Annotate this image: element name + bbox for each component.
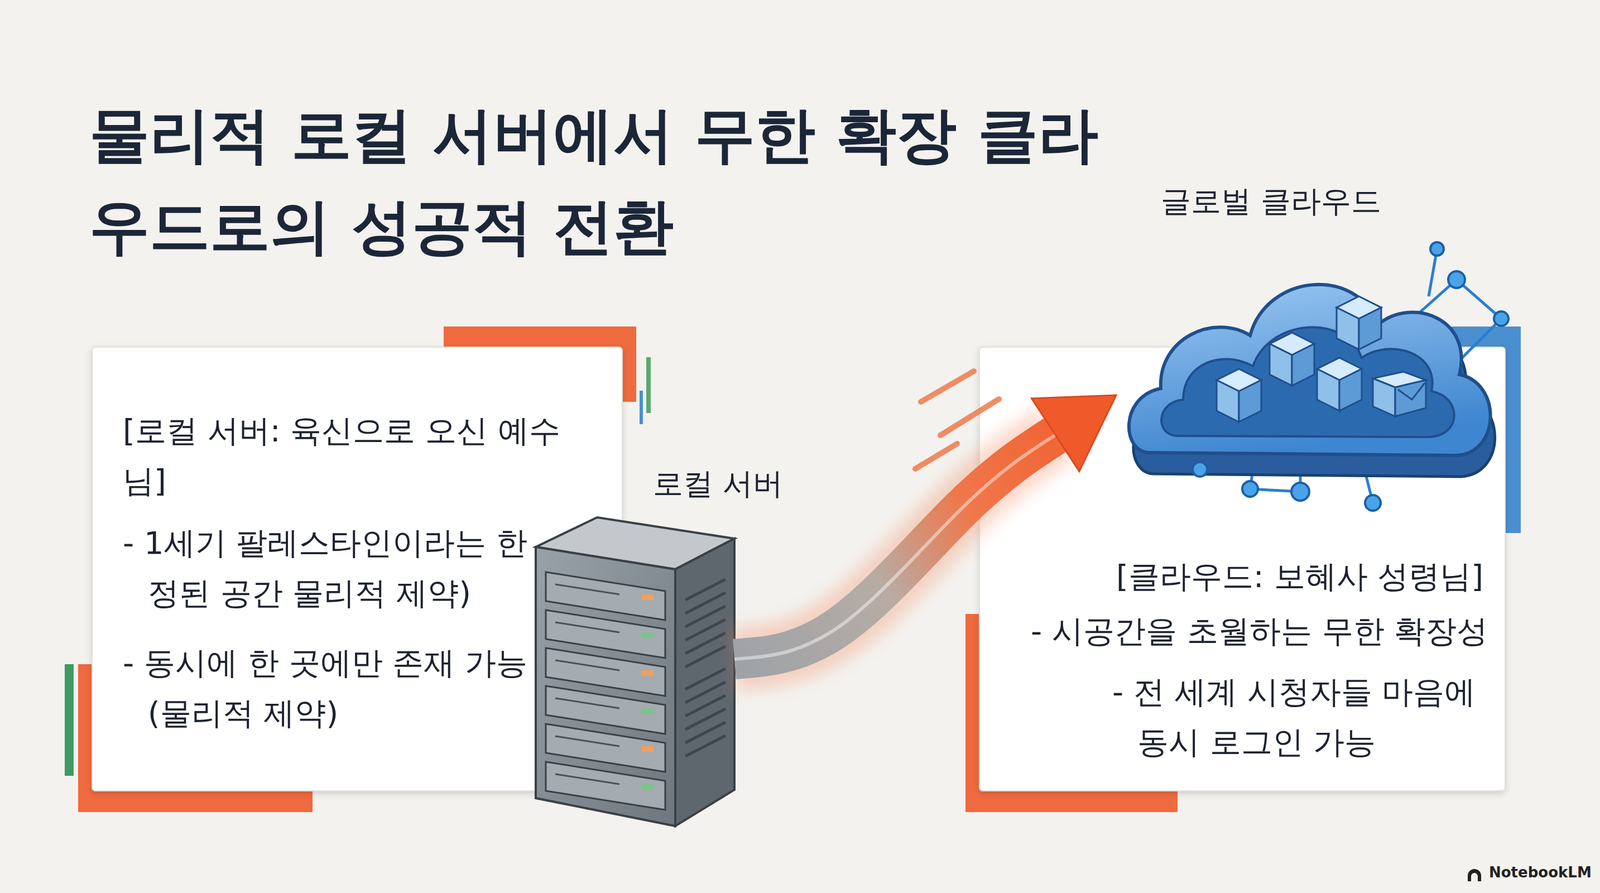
network-dot (1493, 311, 1509, 326)
watermark: NotebookLM (1488, 863, 1592, 882)
title: 물리적 로컬 서버에서 무한 확장 클라우드로의 성공적 전환 (89, 89, 1122, 273)
data-cube (1339, 368, 1362, 411)
server-drawer (641, 670, 655, 676)
node-label: 글로벌 클라우드 (1160, 183, 1555, 220)
speed-line (915, 443, 958, 469)
server-vent (685, 646, 726, 667)
card-accent (64, 664, 74, 776)
card-heading: [로컬 서버: 육신으로 오신 예수님] (122, 405, 600, 506)
card-accent (646, 357, 651, 413)
server-body (535, 546, 676, 826)
server-drawer (641, 708, 655, 714)
server-drawer (555, 584, 620, 595)
server-vent (685, 579, 726, 757)
network-dot (1242, 481, 1258, 497)
network-dot (1192, 242, 1509, 511)
node-label: 로컬 서버 (652, 465, 852, 503)
data-cube (1397, 382, 1425, 400)
data-cube (1216, 368, 1262, 422)
data-cube (1291, 343, 1315, 386)
data-cube (1317, 368, 1340, 411)
card-accent (64, 326, 1521, 812)
watermark-icon (1467, 868, 1482, 882)
data-cube (1336, 307, 1359, 350)
data-cube (1238, 380, 1262, 422)
server-illustration (535, 505, 735, 826)
data-cube (1372, 378, 1396, 417)
cloud-shape (1128, 284, 1491, 456)
data-cube (1372, 371, 1426, 417)
server-vent (685, 735, 726, 757)
data-cube (1216, 380, 1239, 422)
cloud-illustration (1116, 229, 1511, 531)
server-drawer (641, 594, 655, 600)
network-dot (1448, 271, 1465, 288)
server-node: 로컬 서버 (535, 505, 735, 826)
network-dot (1430, 242, 1444, 256)
card-box: [로컬 서버: 육신으로 오신 예수님] - 1세기 팔레스타인이라는 한정된 공… (92, 347, 623, 791)
speed-line (920, 371, 974, 402)
server-drawer (641, 746, 655, 752)
server-drawer (555, 622, 620, 633)
data-cube (1317, 357, 1362, 411)
bullet-text: - 전 세계 시청자들 마음에 동시 로그인 가능 (1112, 666, 1498, 767)
arrow-head (1031, 395, 1117, 472)
server-drawer (545, 572, 666, 810)
network-dot (1365, 495, 1381, 511)
network-dot (1192, 462, 1208, 477)
server-drawer (555, 660, 620, 671)
server-body (675, 538, 735, 826)
server-drawer (555, 698, 620, 709)
card-box: [클라우드: 보혜사 성령님]- 시공간을 초월하는 무한 확장성 - 전 세계 … (979, 347, 1506, 791)
cloud-shape (1161, 327, 1455, 437)
network-dot (1291, 482, 1310, 501)
data-cube (1358, 307, 1382, 350)
server-drawer (545, 761, 666, 810)
card-accent (639, 390, 643, 425)
speed-line (940, 399, 999, 436)
server-body (535, 517, 735, 826)
data-cube (1336, 296, 1382, 350)
cloud-node: 글로벌 클라우드 (1116, 229, 1511, 531)
bullet-text: - 동시에 한 곳에만 존재 가능 (물리적 제약) (122, 637, 547, 738)
watermark-icon (1465, 866, 1484, 883)
data-cube (1216, 296, 1426, 422)
data-cube (1269, 343, 1292, 386)
server-drawer (641, 784, 655, 790)
server-drawer (545, 761, 666, 810)
data-cube (1395, 380, 1426, 417)
bullet-text: - 시공간을 초월하는 무한 확장성 (1030, 606, 1494, 657)
server-drawer (641, 632, 655, 638)
server-drawer (555, 774, 620, 785)
cloud-shape (1128, 284, 1496, 477)
card-heading: [클라우드: 보혜사 성령님] (1116, 551, 1494, 602)
data-cube (1269, 332, 1315, 386)
bullet-text: - 1세기 팔레스타인이라는 한정된 공간 물리적 제약) (122, 517, 547, 618)
server-drawer (555, 736, 620, 747)
